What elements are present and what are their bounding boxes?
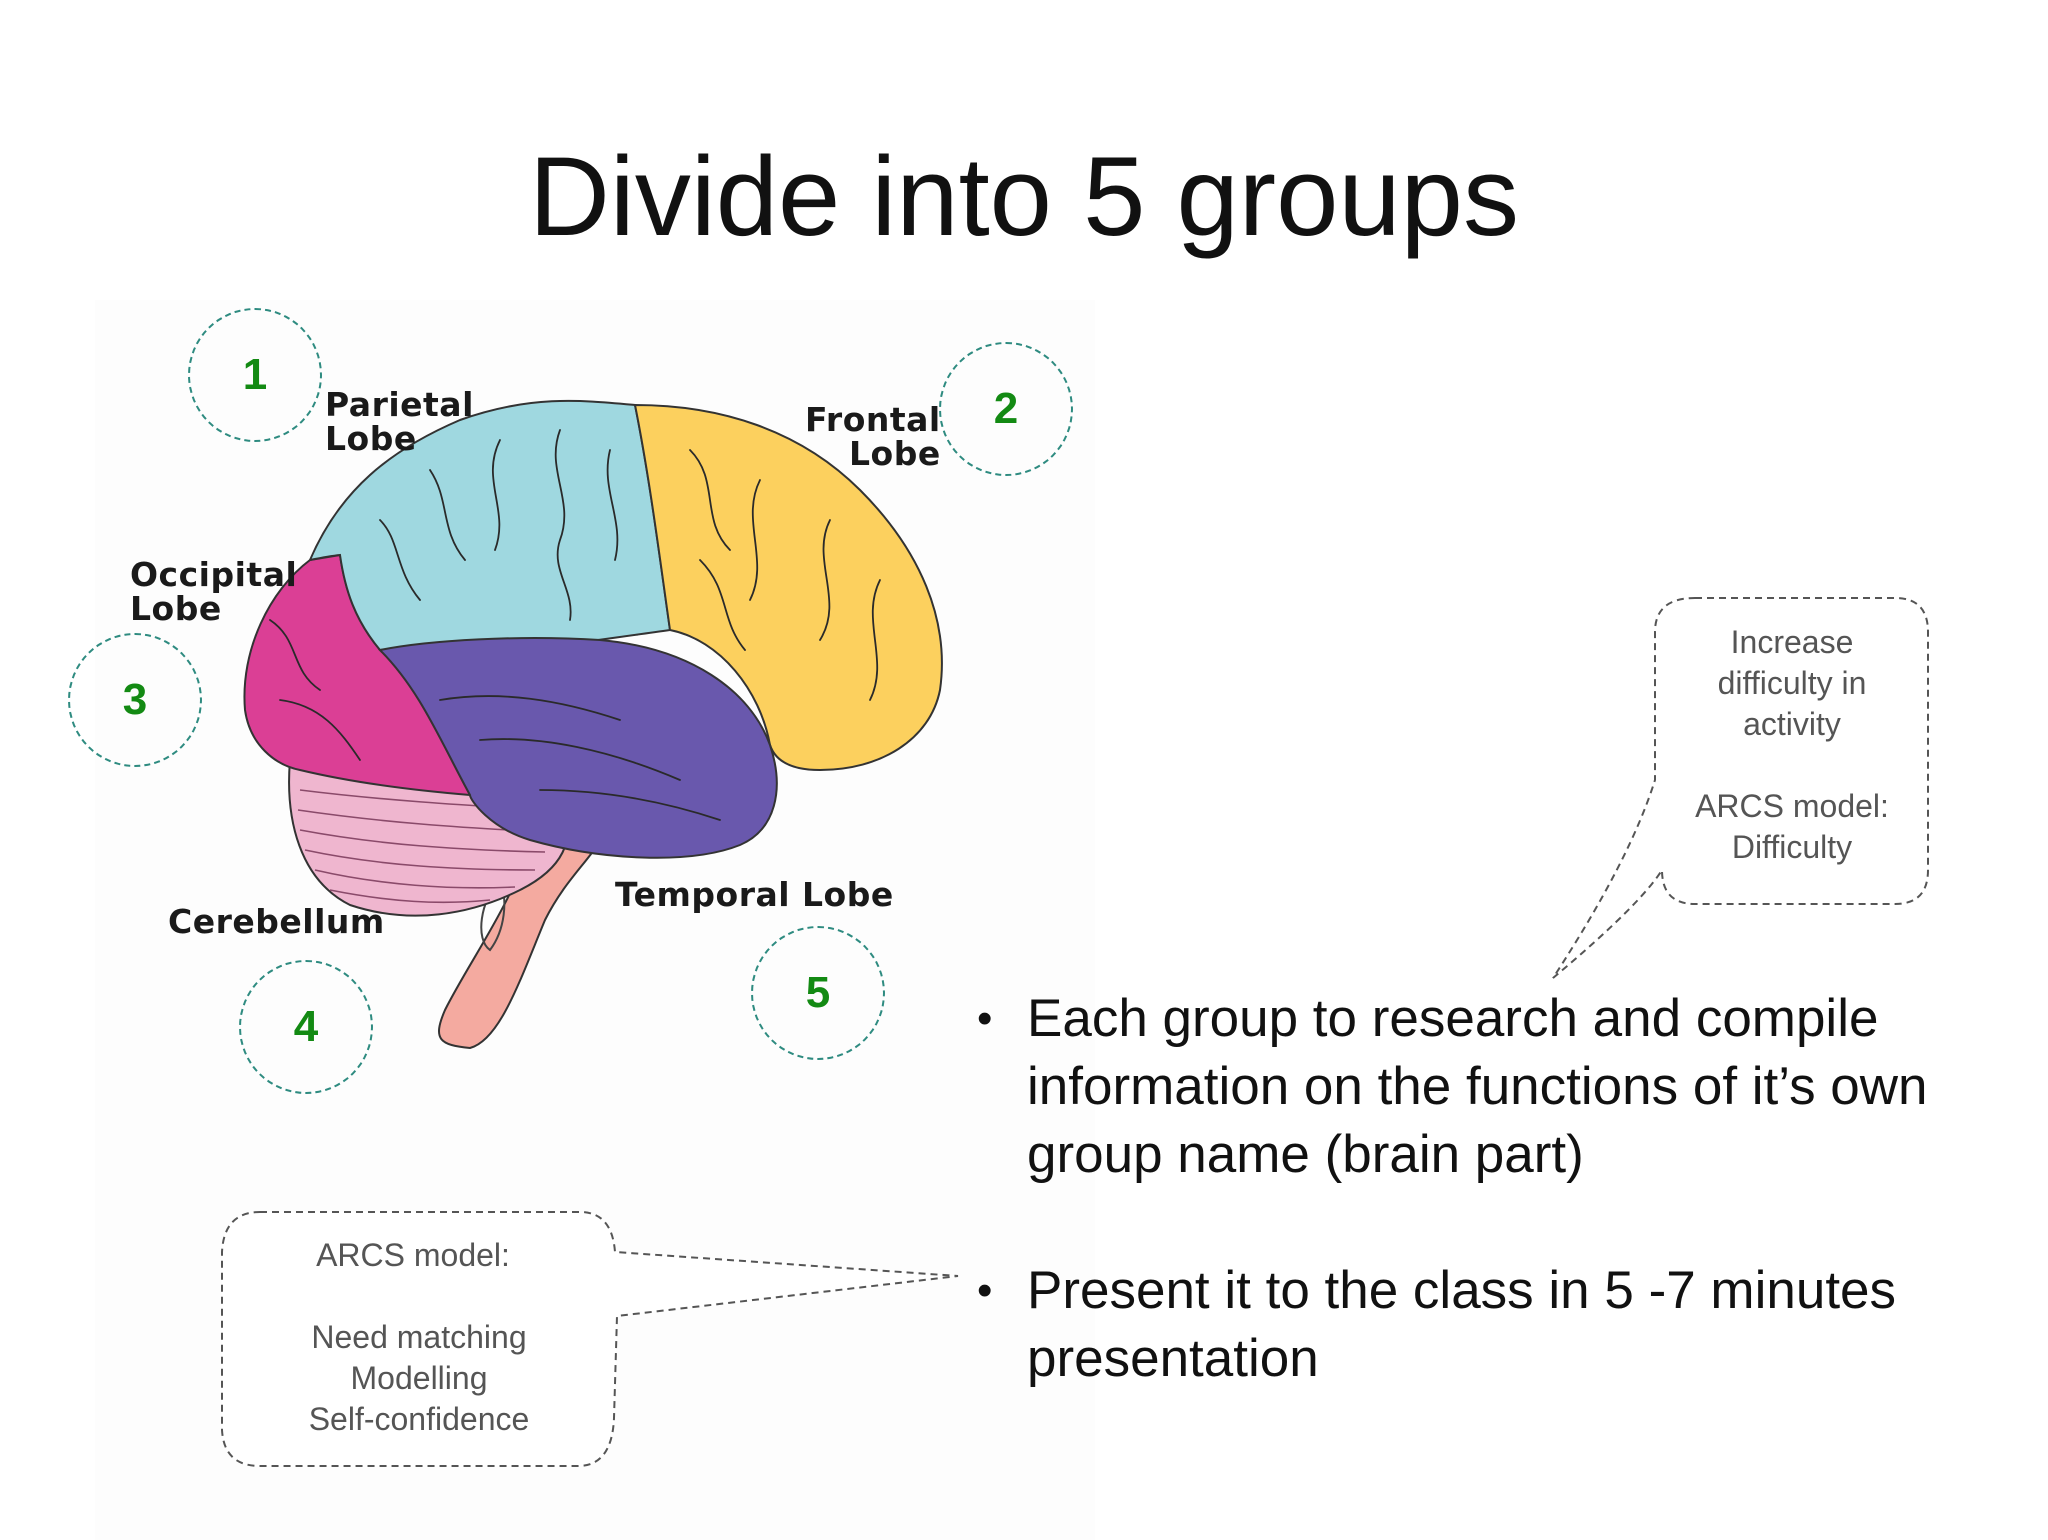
- bullet-list: • Each group to research and compile inf…: [975, 985, 2015, 1461]
- bullet-text: Each group to research and compile infor…: [1027, 989, 1928, 1184]
- frontal-lobe: [633, 403, 943, 772]
- bullet-text: Present it to the class in 5 -7 minutes …: [1027, 1261, 1897, 1388]
- group-number-3: 3: [68, 633, 202, 767]
- label-cerebellum: Cerebellum: [168, 902, 385, 941]
- group-number-1: 1: [188, 308, 322, 442]
- group-number-4: 4: [239, 960, 373, 1094]
- callout-right-line: Difficulty: [1731, 829, 1853, 865]
- label-temporal-lobe: Temporal Lobe: [615, 875, 894, 914]
- bullet-item: • Present it to the class in 5 -7 minute…: [975, 1257, 2015, 1393]
- brainstem: [438, 839, 602, 1050]
- group-number-2: 2: [939, 342, 1073, 476]
- callout-left-line: Modelling: [350, 1360, 488, 1396]
- callout-left-line: Self-confidence: [308, 1401, 530, 1437]
- callout-right-bubble: [1552, 597, 1929, 979]
- callout-right-line: activity: [1743, 706, 1841, 742]
- callout-right-line: Increase: [1730, 624, 1854, 660]
- label-frontal-lobe: Frontal Lobe: [805, 400, 941, 473]
- callout-left-line: ARCS model:: [316, 1237, 510, 1273]
- callout-right-text: Increase difficulty in activity ARCS mod…: [1662, 622, 1922, 868]
- bullet-marker: •: [977, 1266, 993, 1315]
- label-parietal-lobe: Parietal Lobe: [325, 385, 474, 458]
- callout-left-line: Need matching: [311, 1319, 527, 1355]
- callout-left-bubble: [221, 1211, 959, 1467]
- bullet-item: • Each group to research and compile inf…: [975, 985, 2015, 1189]
- bullet-marker: •: [977, 994, 993, 1043]
- label-occipital-lobe: Occipital Lobe: [130, 555, 298, 628]
- callout-right-line: ARCS model:: [1695, 788, 1889, 824]
- group-number-5: 5: [751, 926, 885, 1060]
- callout-left-text: ARCS model: Need matching Modelling Self…: [240, 1235, 598, 1440]
- callout-right-line: difficulty in: [1717, 665, 1867, 701]
- slide-title: Divide into 5 groups: [529, 134, 1519, 259]
